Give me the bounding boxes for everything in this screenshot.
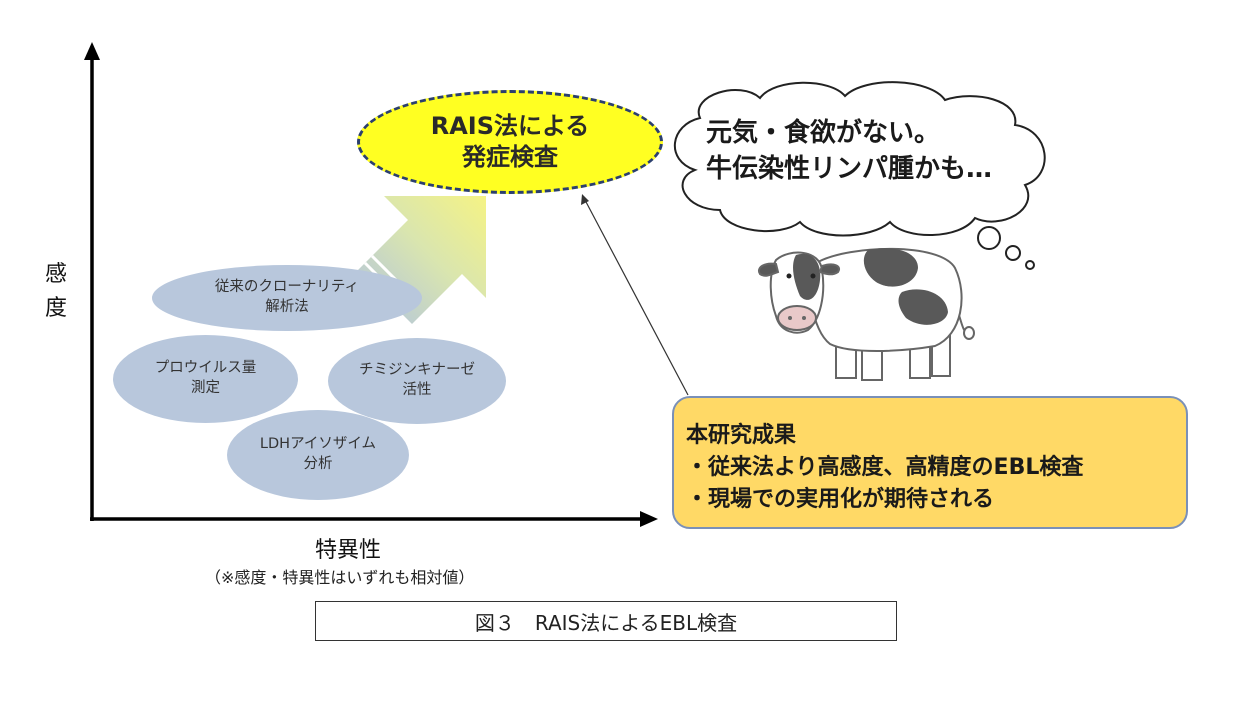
relative-value-note: （※感度・特異性はいずれも相対値） <box>205 568 475 587</box>
x-axis-arrowhead <box>640 511 658 527</box>
method-ldh-line1: LDHアイソザイム <box>259 436 377 453</box>
y-axis-arrowhead <box>84 42 100 60</box>
method-clonality-analysis: 従来のクローナリティ 解析法 <box>152 265 422 331</box>
rais-method-ellipse: RAIS法による 発症検査 <box>357 90 663 194</box>
method-provirus-load: プロウイルス量 測定 <box>113 335 298 423</box>
rais-line2: 発症検査 <box>462 143 558 171</box>
y-axis-label: 感度 <box>44 262 67 321</box>
method-thymidine-kinase: チミジンキナーゼ 活性 <box>328 338 506 424</box>
thought-cloud <box>674 81 1046 270</box>
result-title: 本研究成果 <box>686 423 797 448</box>
x-axis-label: 特異性 <box>315 538 382 563</box>
method-thymidine-line1: チミジンキナーゼ <box>359 362 475 379</box>
method-provirus-line1: プロウイルス量 <box>154 360 257 377</box>
thought-line1: 元気・食欲がない。 <box>706 118 941 148</box>
cow-illustration <box>758 247 975 381</box>
method-ldh-isozyme: LDHアイソザイム 分析 <box>227 410 409 500</box>
result-item-1: ・従来法より高感度、高精度のEBL検査 <box>686 454 1084 480</box>
method-provirus-line2: 測定 <box>191 380 220 396</box>
result-item-2: ・現場での実用化が期待される <box>686 486 995 512</box>
method-ldh-line2: 分析 <box>303 456 333 472</box>
thought-text: 元気・食欲がない。 牛伝染性リンパ腫かも… <box>706 116 992 188</box>
research-result-box: 本研究成果 ・従来法より高感度、高精度のEBL検査 ・現場での実用化が期待される <box>672 396 1188 529</box>
thought-line2: 牛伝染性リンパ腫かも… <box>706 153 993 184</box>
pointer-arrowhead <box>581 194 589 205</box>
method-clonality-line2: 解析法 <box>265 299 309 315</box>
pointer-line <box>584 199 689 396</box>
rais-line1: RAIS法による <box>430 111 590 140</box>
method-clonality-line1: 従来のクローナリティ <box>214 279 360 296</box>
figure-caption: 図３ RAIS法によるEBL検査 <box>315 601 897 641</box>
method-thymidine-line2: 活性 <box>402 382 432 398</box>
